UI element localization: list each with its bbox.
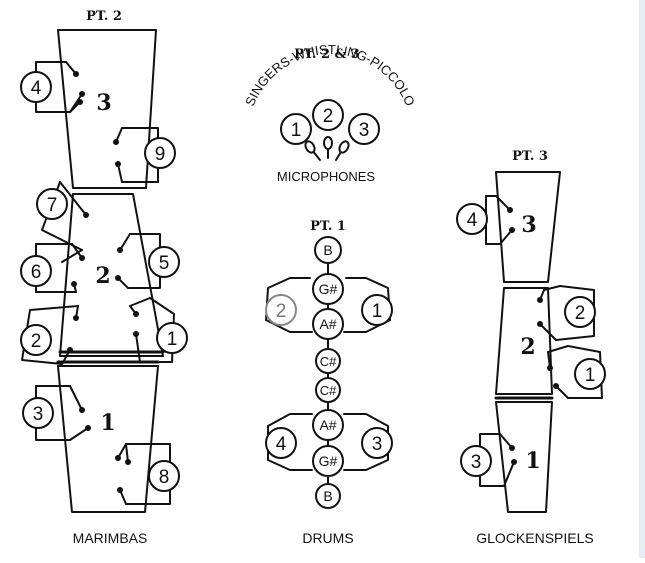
mic-circle-1 [280,113,312,145]
drum-as-bottom [312,409,344,441]
marimba-2-outline [59,193,164,357]
player-circle-5-marimba [148,246,180,278]
player-circle-4-marimba [20,71,52,103]
player-circle-9-marimba [144,137,176,169]
glockenspiels-label: GLOCKENSPIELS [476,530,594,546]
glockenspiel-2-outline [495,287,553,395]
right-edge-bar [639,0,645,558]
player-number-2-glock: 2 [575,303,586,324]
player-number-7-marimba: 7 [47,195,58,216]
drum-cs-upper [315,348,341,374]
marimba-number-2: 2 [95,263,110,289]
player-circle-2-marimba [20,324,52,356]
drum-player-number-1: 1 [372,301,383,322]
drum-label-as-bottom: A# [319,417,336,433]
mic-number-3: 3 [359,120,370,141]
header-glock-part: PT. 3 [512,149,548,164]
drum-label-cs-upper: C# [320,354,337,369]
drum-b-bottom [315,483,341,509]
mic-circle-2 [312,99,344,131]
header-marimbas-part: PT. 2 [86,9,122,24]
player-circle-1-marimba [156,322,188,354]
marimba-number-1: 1 [100,410,115,436]
drum-cs-lower [315,377,341,403]
marimba-1-outline [57,365,159,513]
player-number-1-marimba: 1 [167,329,178,350]
player-number-2-marimba: 2 [31,331,42,352]
mics-label: MICROPHONES [277,169,376,184]
drums-label: DRUMS [302,530,353,546]
player-number-8-marimba: 8 [159,467,170,488]
drum-player-circle-1 [361,294,393,326]
header-mics-part: PT. 2 & 3 [294,47,360,62]
drum-label-cs-lower: C# [320,383,337,398]
player-circle-3-marimba [22,397,54,429]
drum-label-as-top: A# [319,316,336,332]
glockenspiel-1-outline [495,401,553,513]
player-number-3-marimba: 3 [33,404,44,425]
player-number-1-glock: 1 [585,365,596,386]
drum-b-top [314,236,342,264]
drum-player-number-3: 3 [372,434,383,455]
mics-arc-text: SINGERS-WHISTLING-PICCOLO [242,42,418,108]
marimba-3-outline [57,29,157,189]
player-circle-2-glock [564,296,596,328]
drum-gs-top [312,273,344,305]
glock-number-1: 1 [525,448,540,474]
player-number-5-marimba: 5 [159,253,170,274]
drum-player-circle-2 [265,294,297,326]
mic-number-2: 2 [323,106,334,127]
microphone-heads [304,136,350,154]
mic-number-1: 1 [291,120,302,141]
drum-player-number-4: 4 [276,434,287,455]
player-circle-6-marimba [20,255,52,287]
marimbas-label: MARIMBAS [73,530,148,546]
player-circle-7-marimba [36,188,68,220]
drum-as-top [312,308,344,340]
header-drums-part: PT. 1 [310,219,346,234]
drum-player-circle-4 [265,427,297,459]
player-number-9-marimba: 9 [155,144,166,165]
marimba-number-3: 3 [96,90,111,116]
player-number-6-marimba: 6 [31,262,42,283]
drum-label-gs-bottom: G# [319,453,338,469]
drum-player-circle-3 [361,427,393,459]
drum-label-gs-top: G# [319,281,338,297]
player-circle-4-glock [456,203,488,235]
player-number-4-marimba: 4 [31,78,42,99]
glock-number-3: 3 [521,212,536,238]
player-number-3-glock: 3 [471,452,482,473]
player-circle-3-glock [460,445,492,477]
drum-gs-bottom [312,445,344,477]
player-circle-1-glock [574,358,606,390]
drum-label-b-top: B [323,242,332,258]
mallet-dots [67,71,559,493]
glock-number-2: 2 [520,334,535,360]
glockenspiel-3-outline [495,171,561,283]
drum-label-b-bottom: B [323,488,332,504]
mic-circle-3 [348,113,380,145]
player-number-4-glock: 4 [467,210,478,231]
player-circle-8-marimba [148,460,180,492]
drum-player-number-2: 2 [276,301,287,322]
